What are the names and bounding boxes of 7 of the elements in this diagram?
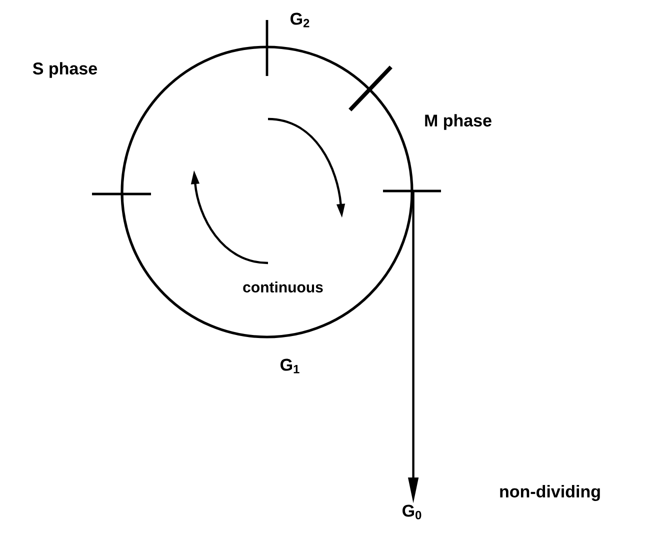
cell-cycle-circle <box>120 46 414 338</box>
phase-label: G$_{0}$ <box>402 504 422 520</box>
phase-label: S phase <box>32 62 97 78</box>
phase-label: G$_{1}$ <box>280 358 300 374</box>
phase-label: G$_{2}$ <box>290 12 310 28</box>
phase-label: continuous <box>243 282 323 292</box>
phase-label: non-dividing <box>500 485 600 501</box>
